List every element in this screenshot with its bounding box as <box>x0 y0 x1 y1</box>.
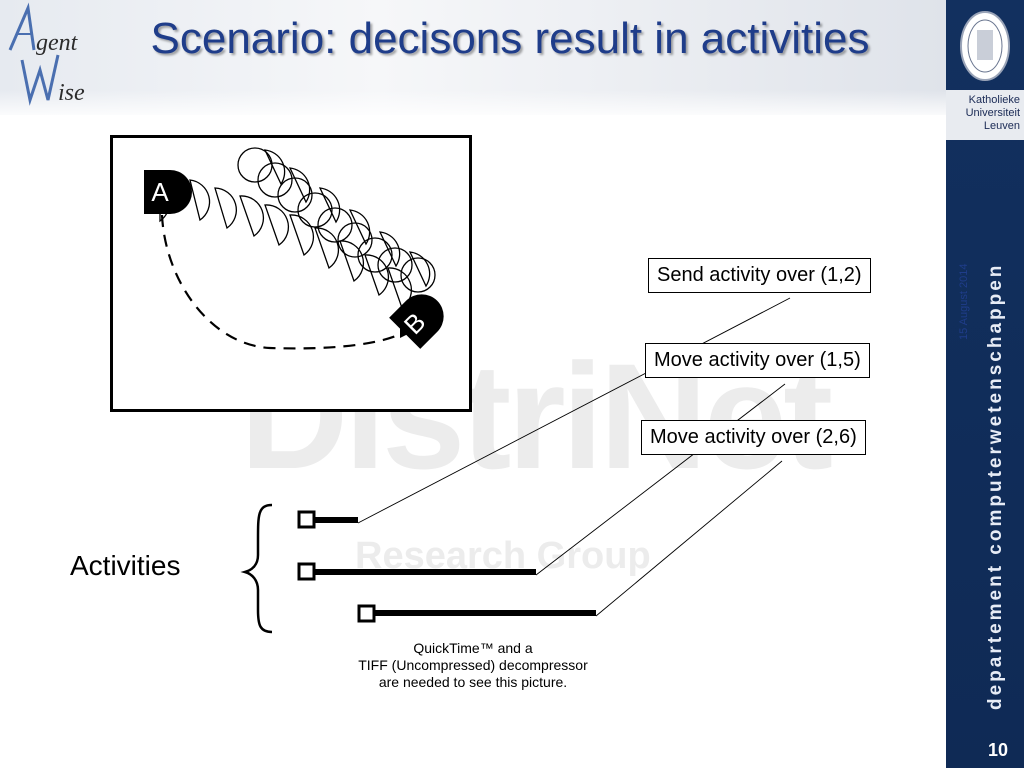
logo-gent: gent <box>36 30 79 56</box>
slide-date: 15 August 2014 <box>958 263 970 340</box>
page-number: 10 <box>987 740 1008 760</box>
callout-move-activity-2: Move activity over (2,6) <box>641 420 866 455</box>
slide-title: Scenario: decisons result in activities <box>150 14 870 63</box>
logo-ise: ise <box>58 80 85 106</box>
node-a-shape <box>144 170 192 214</box>
header-fade <box>0 90 946 120</box>
callout-send-activity: Send activity over (1,2) <box>648 258 871 293</box>
activities-label: Activities <box>70 550 181 581</box>
university-seal-icon <box>960 11 1010 81</box>
node-a-label: A <box>151 177 169 207</box>
department-text: departement computerwetenschappen <box>985 262 1006 710</box>
agentwise-logo: gent ise <box>8 2 85 106</box>
diagram-graphics: A B <box>144 147 791 634</box>
sidebar <box>946 0 1024 768</box>
quicktime-notice: QuickTime™ and a TIFF (Uncompressed) dec… <box>358 640 588 690</box>
university-name: Katholieke Universiteit Leuven <box>965 94 1020 132</box>
node-b-shape <box>389 294 444 349</box>
callout-move-activity-1: Move activity over (1,5) <box>645 343 870 378</box>
